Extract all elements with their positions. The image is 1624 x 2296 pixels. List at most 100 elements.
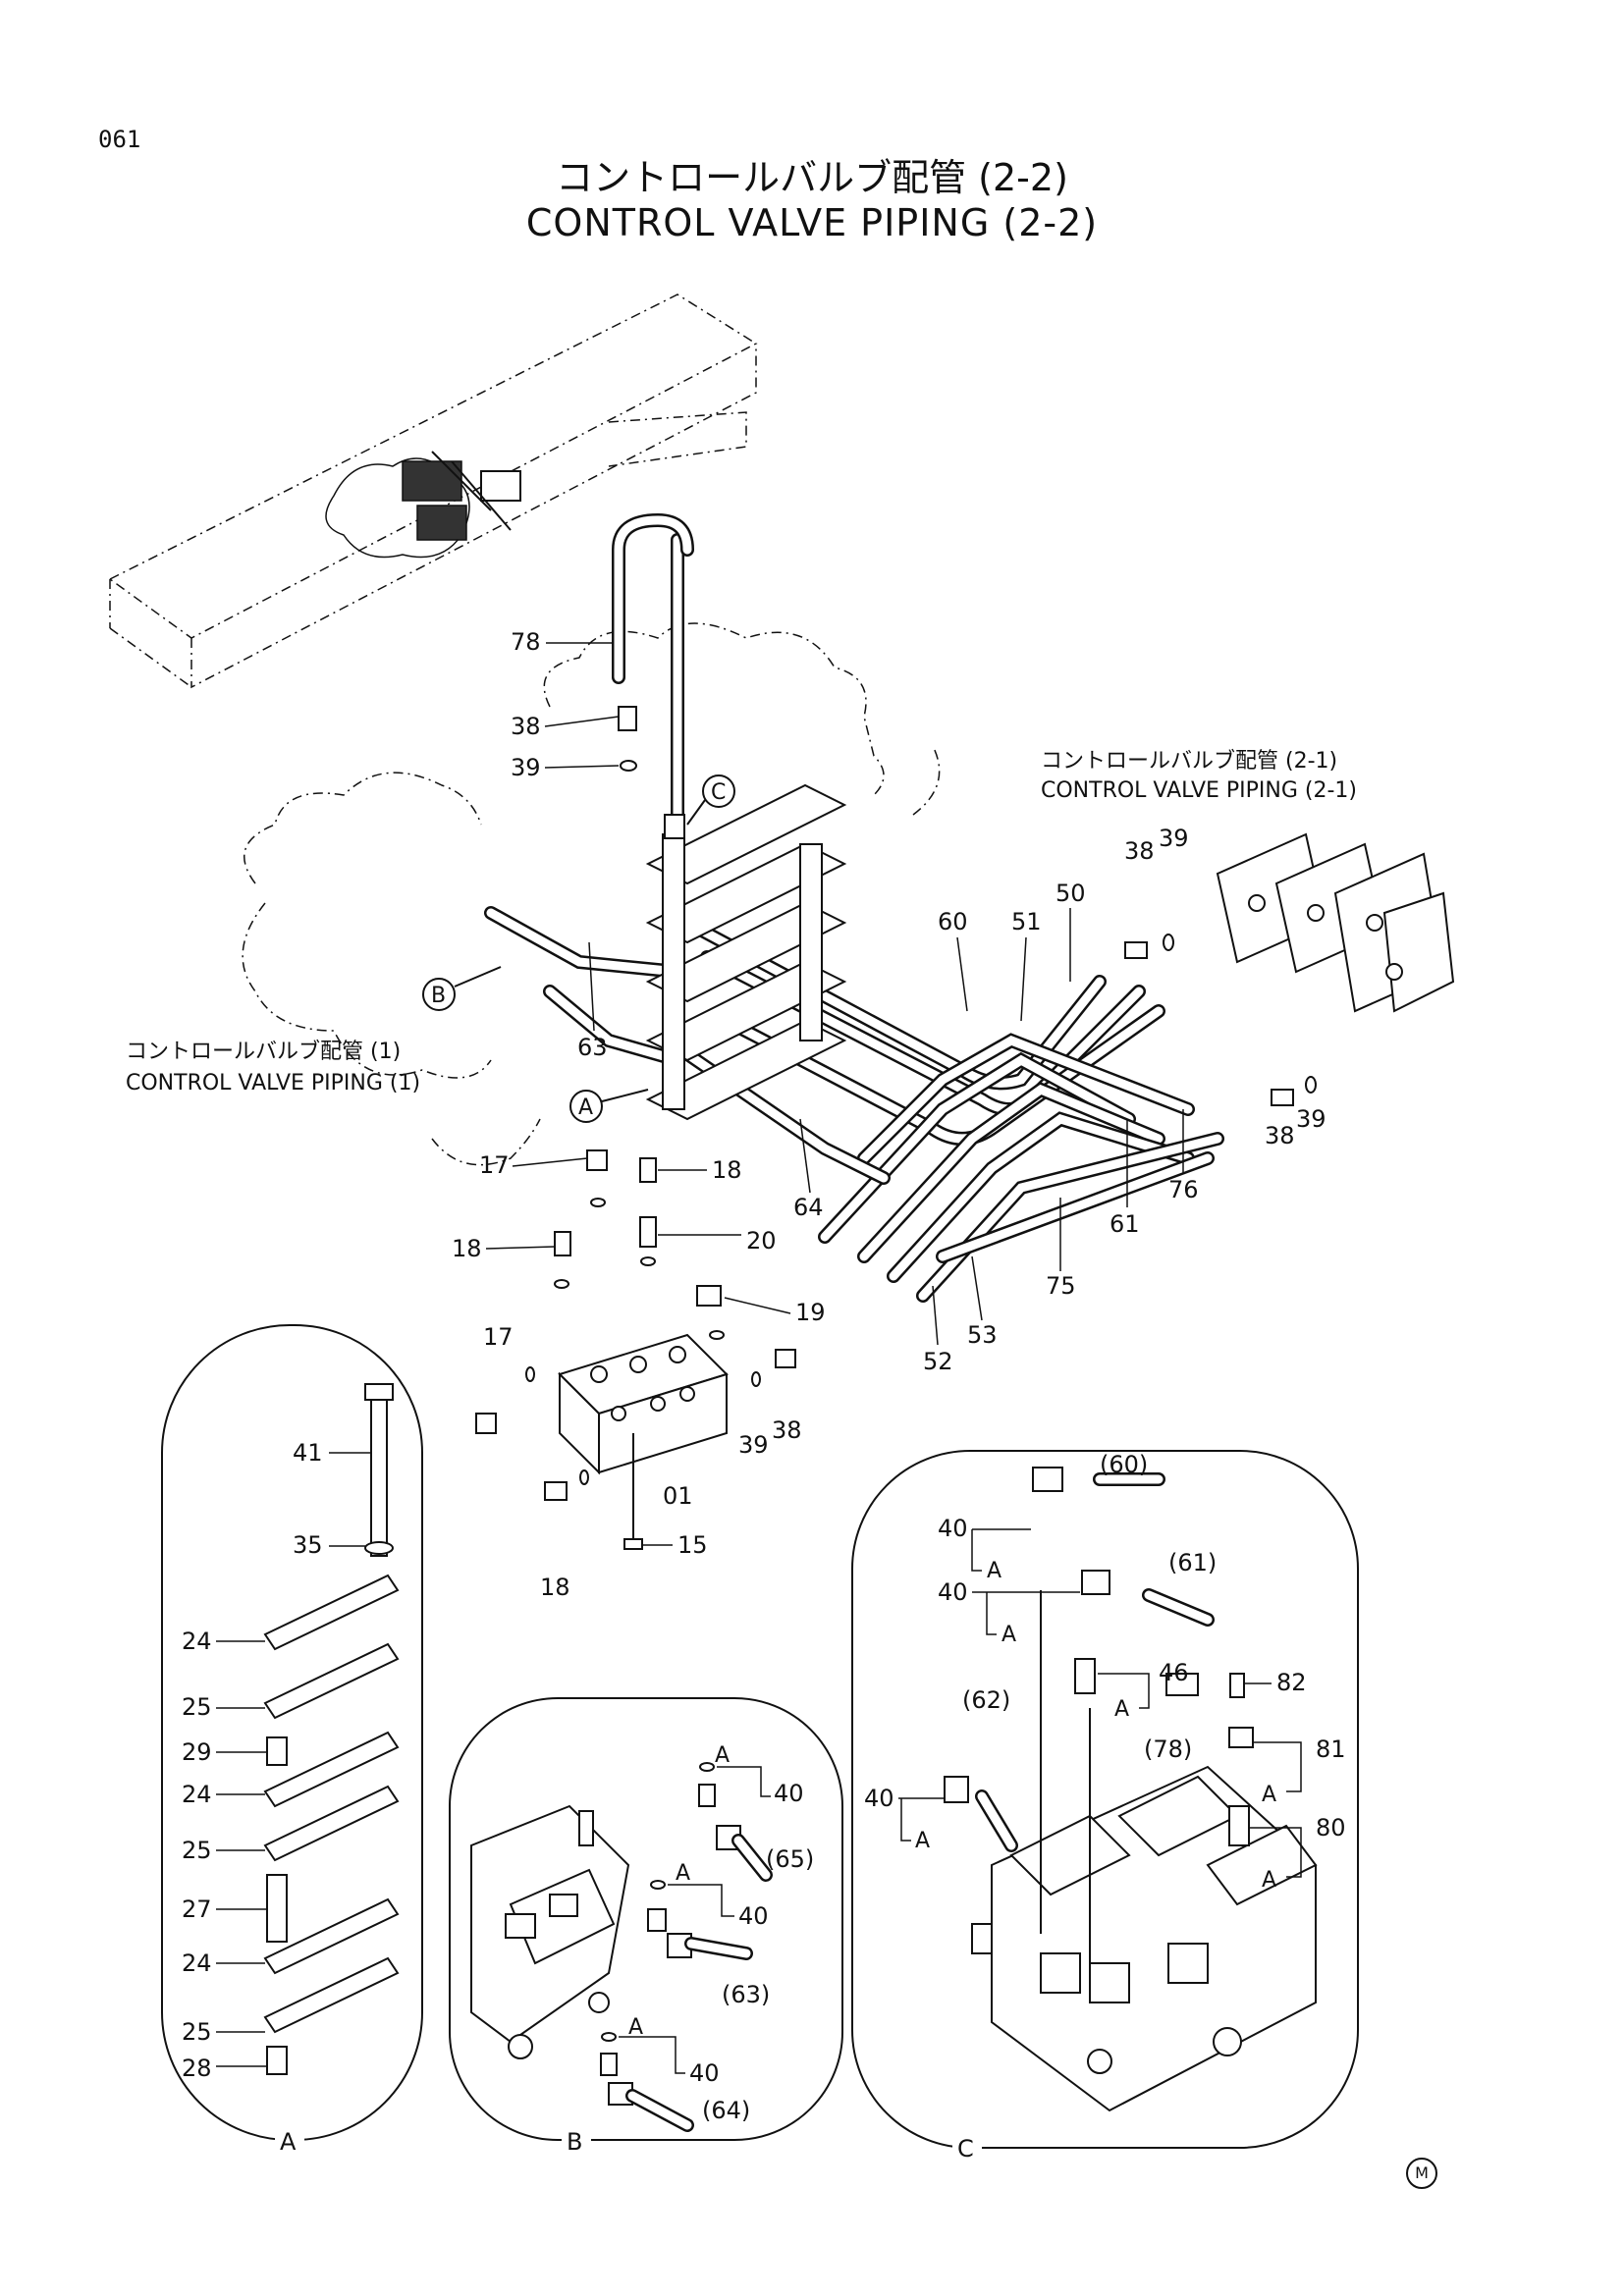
title-english: CONTROL VALVE PIPING (2-2): [525, 201, 1099, 244]
fitting-18-upper: [639, 1157, 657, 1183]
detail-c-a-3: A: [1114, 1697, 1129, 1722]
plate-25-1: [263, 1642, 400, 1720]
title-japanese: コントロールバルブ配管 (2-2): [556, 156, 1068, 199]
callout-52: 52: [923, 1348, 953, 1375]
callout-17-lower: 17: [483, 1323, 514, 1351]
detail-b-a-2: A: [676, 1861, 690, 1886]
callout-38-right-lower: 38: [1265, 1122, 1295, 1149]
maker-mark: M: [1406, 2158, 1437, 2189]
detail-c-a-5: A: [915, 1829, 930, 1853]
callout-25-1: 25: [182, 1693, 212, 1721]
manifold-block-01: [558, 1333, 729, 1475]
callout-38-right-upper: 38: [1124, 837, 1155, 865]
detail-c-a-2: A: [1001, 1623, 1016, 1647]
callouts-main: 78 38 39 60 51 50 38 39 63 64 61 76 38 3…: [422, 628, 1326, 1601]
callout-25-2: 25: [182, 1837, 212, 1864]
spacer-29: [266, 1736, 288, 1766]
view-pointer-c: [702, 774, 735, 808]
callout-35: 35: [293, 1531, 323, 1559]
callout-24-3: 24: [182, 1949, 212, 1977]
callout-19: 19: [795, 1299, 826, 1326]
small-valve-cluster-icon: [402, 451, 521, 541]
callout-c-60: (60): [1100, 1451, 1148, 1478]
control-valve-outline: [242, 622, 941, 1166]
bolt-41: [370, 1393, 388, 1557]
valve-section-stack-2-1: [1216, 832, 1455, 1013]
fitting-20: [639, 1216, 657, 1248]
plate-25-3: [263, 1956, 400, 2034]
callout-c-78: (78): [1144, 1735, 1192, 1763]
callout-51: 51: [1011, 908, 1042, 935]
spacer-28: [266, 2046, 288, 2075]
view-pointer-b-label: B: [431, 984, 446, 1008]
plate-24-1: [263, 1574, 400, 1651]
callout-64: 64: [793, 1194, 824, 1221]
callout-b-63: (63): [722, 1981, 770, 2008]
o-ring-17-upper: [590, 1198, 606, 1207]
callout-c-62: (62): [962, 1686, 1010, 1714]
callout-c-40-1: 40: [938, 1515, 968, 1542]
callout-25-3: 25: [182, 2018, 212, 2046]
callout-39-right-upper: 39: [1159, 825, 1189, 852]
detail-b-label: B: [567, 2128, 582, 2156]
pipe-bundle: [484, 512, 1224, 1303]
ref-1-jp: コントロールバルブ配管 (1): [126, 1040, 401, 1064]
callout-c-82: 82: [1276, 1669, 1307, 1696]
callout-60: 60: [938, 908, 968, 935]
fitting-38-top: [618, 706, 637, 731]
plate-24-3: [263, 1897, 400, 1975]
view-pointer-a-label: A: [578, 1095, 593, 1120]
o-ring-39-top: [620, 760, 637, 772]
callout-29: 29: [182, 1738, 212, 1766]
clamp-stack: [645, 783, 847, 1121]
callout-18-lower: 18: [540, 1574, 570, 1601]
o-ring-39-right-upper: [1163, 934, 1174, 951]
callout-39-top: 39: [511, 754, 541, 781]
detail-view-a: 41 35 24 25 29 24 25 27 24 25 28 A: [161, 1324, 423, 2156]
valve-cluster-b: [470, 1804, 630, 2059]
elbow-19: [696, 1285, 722, 1307]
page-number: 061: [98, 126, 141, 153]
callout-20: 20: [746, 1227, 777, 1255]
callout-24-1: 24: [182, 1628, 212, 1655]
callout-c-80: 80: [1316, 1814, 1346, 1842]
callout-39-right-lower: 39: [1296, 1105, 1326, 1133]
detail-c-a-1: A: [987, 1559, 1001, 1583]
callout-01: 01: [663, 1482, 693, 1510]
callout-c-46: 46: [1159, 1659, 1189, 1686]
ref-1-en: CONTROL VALVE PIPING (1): [126, 1071, 420, 1095]
washer-35: [364, 1541, 394, 1555]
plug-17-upper: [586, 1149, 608, 1171]
fitting-18-lower: [544, 1481, 568, 1501]
callout-c-61: (61): [1168, 1549, 1217, 1576]
detail-a-label: A: [280, 2128, 297, 2156]
ref-2-1-en: CONTROL VALVE PIPING (2-1): [1041, 778, 1357, 803]
callout-18-upper: 18: [712, 1156, 742, 1184]
view-pointer-a: [569, 1090, 603, 1123]
callout-17-upper: 17: [479, 1151, 510, 1179]
valve-cluster-c: [971, 1765, 1318, 2112]
callout-53: 53: [967, 1321, 998, 1349]
callout-b-64: (64): [702, 2097, 750, 2124]
detail-b-a-1: A: [715, 1743, 730, 1768]
fitting-18-mid: [554, 1231, 571, 1256]
callout-15: 15: [677, 1531, 708, 1559]
callout-b-65: (65): [766, 1845, 814, 1873]
callout-c-40-2: 40: [938, 1578, 968, 1606]
callout-c-40-3: 40: [864, 1785, 894, 1812]
fitting-38-right-upper: [1124, 941, 1148, 959]
callout-18-mid: 18: [452, 1235, 482, 1262]
view-pointer-c-label: C: [711, 780, 726, 805]
detail-view-c: (60) 40 A (61) 40 A 46 A 82 (78) 81 A (6…: [851, 1450, 1359, 2163]
callout-78: 78: [511, 628, 541, 656]
view-pointer-b: [422, 978, 456, 1011]
plug-17-lower: [475, 1413, 497, 1434]
callout-75: 75: [1046, 1272, 1076, 1300]
callout-50: 50: [1056, 880, 1086, 907]
o-ring-39-right-lower: [1305, 1076, 1317, 1094]
callout-38-lower: 38: [772, 1416, 802, 1444]
fittings-main: [475, 706, 1317, 1550]
detail-c-a-6: A: [1262, 1868, 1276, 1893]
